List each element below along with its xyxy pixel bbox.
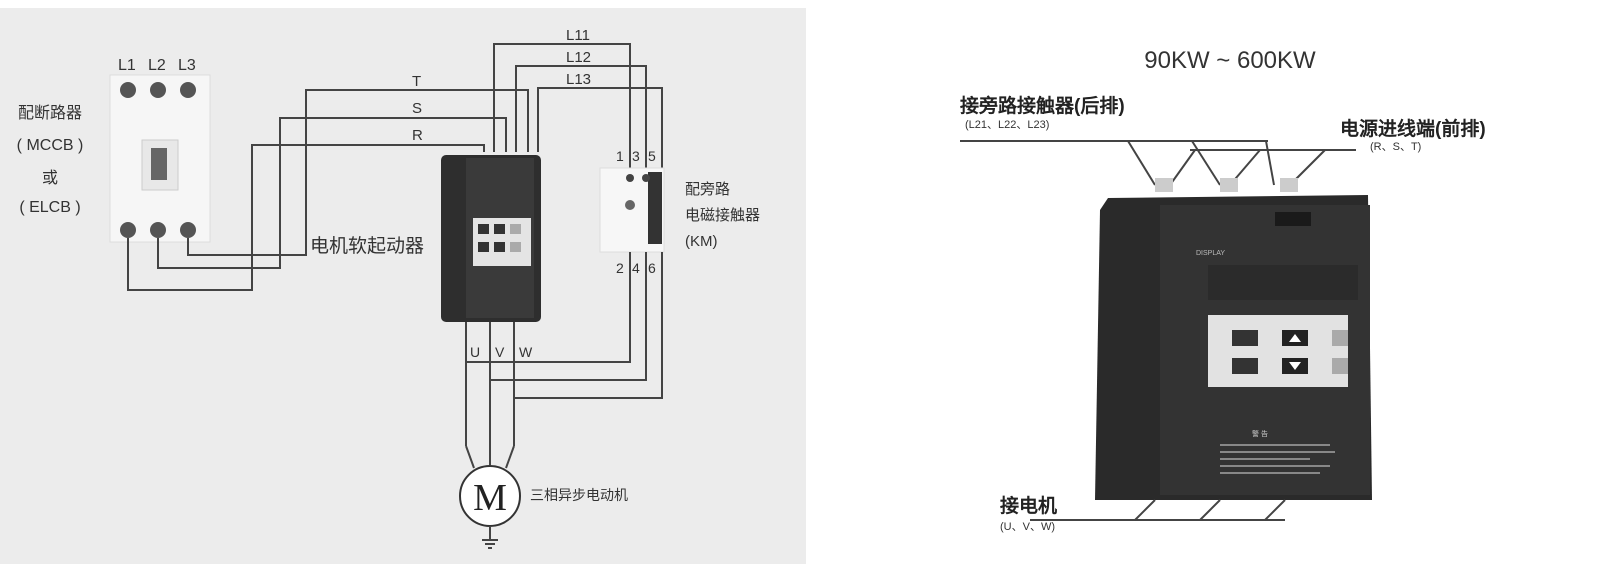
contactor-terminal-3: 3 [632,148,640,164]
wire-phase-s [157,117,507,269]
key-enter [1232,358,1258,374]
key-aux [1332,330,1348,346]
warning-title: 警 告 [1252,429,1268,438]
arrow-down-icon [1289,362,1301,370]
breaker-type-elcb: ( ELCB ) [19,199,80,216]
keypad-key [494,242,505,252]
contactor-side-block [648,172,662,244]
contactor-terminal [642,174,650,182]
power-terminals-label: (R、S、T) [1370,141,1421,153]
device-vent [1275,212,1311,226]
contactor-terminal-1: 1 [616,148,624,164]
wire-l11 [493,43,631,172]
bypass-label-l12: L12 [566,49,591,66]
callout-lines-bottom [1030,499,1286,521]
bypass-contactor [599,167,665,253]
wire-bypass-u [466,252,631,363]
starter-label: 电机软起动器 [310,235,424,257]
terminal-label-l3: L3 [178,57,196,74]
keypad-key [478,224,489,234]
breaker-top-terminal [150,82,166,98]
bypass-label-l13: L13 [566,71,591,88]
phase-label-t: T [412,73,421,90]
motor-label: 三相异步电动机 [530,487,628,503]
bypass-label-l11: L11 [566,27,590,44]
breaker-bottom-terminal [150,222,166,238]
breaker-label: 配断路器 [18,104,82,122]
soft-starter-large: DISPLAY 警 告 [1095,178,1372,500]
display-window [1208,265,1358,300]
phase-label-s: S [412,100,422,117]
wire-l12 [515,65,647,172]
display-brand: DISPLAY [1196,250,1225,257]
key-aux [1332,358,1348,374]
wire-bypass-w [514,252,663,399]
output-label-v: V [495,344,505,360]
motor-letter: M [473,477,507,519]
contactor-terminal-5: 5 [648,148,656,164]
motor-lead [505,445,515,469]
circuit-breaker: L1 L2 L3 [109,57,211,243]
contactor-terminal-6: 6 [648,260,656,276]
soft-starter-device [441,155,541,322]
breaker-top-terminal [120,82,136,98]
contactor-terminal-4: 4 [632,260,640,276]
terminal-label-l2: L2 [148,57,166,74]
breaker-top-terminal [180,82,196,98]
contactor-indicator [625,200,635,210]
motor-lead [465,445,475,469]
terminal-lug [1220,178,1238,192]
keypad-key [494,224,505,234]
wire-phase-t [187,89,529,256]
breaker-handle [151,148,167,180]
contactor-terminal [626,174,634,182]
power-range-title: 90KW ~ 600KW [1144,47,1316,74]
breaker-bottom-terminal [120,222,136,238]
wire-l13 [537,87,663,172]
wire-bypass-v [490,252,647,381]
wire-phase-r [127,144,485,291]
arrow-up-icon [1289,334,1301,342]
terminal-lug [1280,178,1298,192]
contactor-terminal-2: 2 [616,260,624,276]
motor-terminals-label: (U、V、W) [1000,521,1055,533]
left-wiring-panel: L1 L2 L3 配断路器 ( MCCB ) 或 ( ELCB ) T S R … [0,8,806,564]
contactor-label-1: 配旁路 [685,181,730,198]
power-input-label: 电源进线端(前排) [1340,117,1486,140]
output-label-w: W [519,344,533,360]
device-keypad [1208,315,1348,387]
keypad-key [478,242,489,252]
keypad-key [510,242,521,252]
terminal-label-l1: L1 [118,57,136,74]
bypass-terminals-label: (L21、L22、L23) [965,119,1049,131]
warning-text-lines [1220,444,1335,474]
breaker-or: 或 [42,169,58,187]
right-device-panel: 90KW ~ 600KW 接旁路接触器(后排) (L21、L22、L23) 电源… [960,47,1486,533]
keypad-key [510,224,521,234]
terminal-lug [1155,178,1173,192]
breaker-bottom-terminal [180,222,196,238]
contactor-label-3: (KM) [685,233,718,250]
output-label-u: U [470,344,480,360]
key-function [1232,330,1258,346]
motor-connection-label: 接电机 [1000,494,1057,517]
breaker-type-mccb: ( MCCB ) [17,137,84,154]
phase-label-r: R [412,127,423,144]
bypass-contactor-label: 接旁路接触器(后排) [960,94,1125,117]
contactor-label-2: 电磁接触器 [685,207,760,224]
ground-icon [482,526,498,549]
